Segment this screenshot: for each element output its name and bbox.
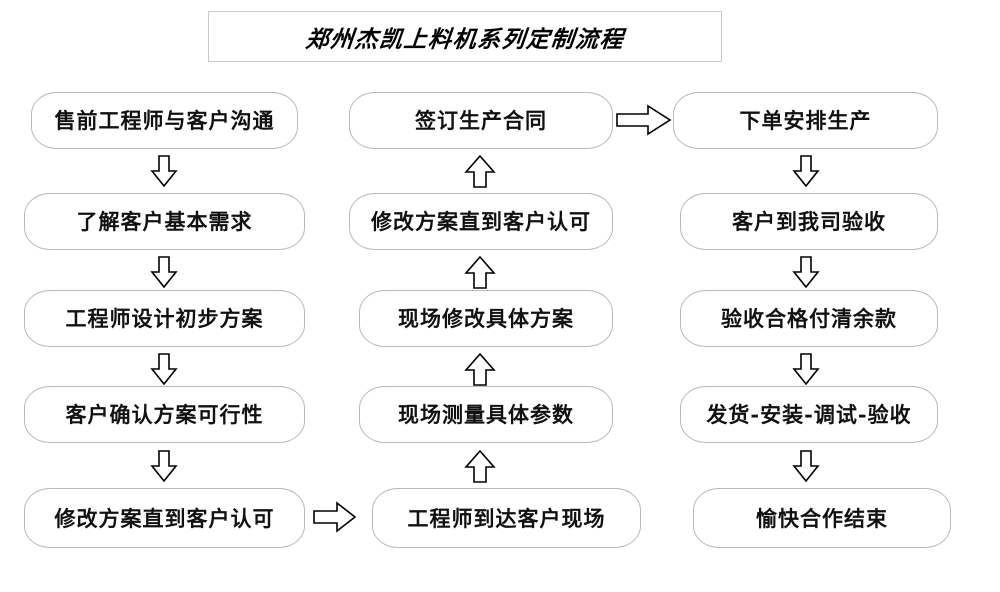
flow-node-customer-confirm-feasibility[interactable]: 客户确认方案可行性: [24, 386, 305, 443]
diagram-title-text: 郑州杰凯上料机系列定制流程: [304, 25, 626, 53]
flow-node-sales-engineer-communicate[interactable]: 售前工程师与客户沟通: [31, 92, 298, 149]
arrow-down-icon: [149, 353, 179, 385]
flow-node-happy-cooperation-end[interactable]: 愉快合作结束: [693, 488, 951, 548]
flow-node-label: 签订生产合同: [415, 108, 547, 133]
flow-node-label: 修改方案直到客户认可: [371, 209, 591, 234]
flow-node-understand-basic-needs[interactable]: 了解客户基本需求: [24, 193, 305, 250]
flow-node-label: 工程师设计初步方案: [65, 306, 264, 331]
flow-node-label: 发货-安装-调试-验收: [706, 402, 912, 427]
arrow-right-icon: [616, 103, 672, 137]
flow-node-label: 工程师到达客户现场: [407, 505, 606, 531]
arrow-up-icon: [464, 353, 496, 387]
flow-node-label: 愉快合作结束: [756, 505, 888, 531]
flow-node-label: 验收合格付清余款: [721, 306, 897, 331]
flow-node-label: 了解客户基本需求: [76, 209, 253, 234]
flow-node-revise-until-approved-left[interactable]: 修改方案直到客户认可: [24, 488, 305, 548]
arrow-up-icon: [464, 256, 496, 290]
flow-node-label: 修改方案直到客户认可: [54, 505, 275, 531]
arrow-up-icon: [464, 155, 496, 189]
flow-node-label: 客户到我司验收: [732, 209, 886, 234]
arrow-down-icon: [791, 353, 821, 385]
flow-node-label: 客户确认方案可行性: [65, 402, 264, 427]
arrow-up-icon: [464, 450, 496, 484]
flow-node-engineer-initial-design[interactable]: 工程师设计初步方案: [24, 290, 305, 347]
arrow-right-icon: [313, 500, 357, 534]
flow-node-ship-install-debug-accept[interactable]: 发货-安装-调试-验收: [680, 386, 938, 443]
arrow-down-icon: [791, 155, 821, 187]
flow-node-revise-until-approved-middle[interactable]: 修改方案直到客户认可: [349, 193, 613, 250]
flow-node-onsite-revise-plan[interactable]: 现场修改具体方案: [359, 290, 613, 347]
flow-node-label: 现场修改具体方案: [398, 306, 574, 331]
flow-node-label: 现场测量具体参数: [398, 402, 574, 427]
flow-node-onsite-measure-parameters[interactable]: 现场测量具体参数: [359, 386, 613, 443]
flow-node-place-order-arrange-production[interactable]: 下单安排生产: [673, 92, 938, 149]
arrow-down-icon: [149, 155, 179, 187]
flow-node-customer-inspect-at-our-company[interactable]: 客户到我司验收: [680, 193, 938, 250]
flow-node-sign-production-contract[interactable]: 签订生产合同: [349, 92, 613, 149]
flow-node-pay-balance-after-acceptance[interactable]: 验收合格付清余款: [680, 290, 938, 347]
arrow-down-icon: [149, 256, 179, 288]
flow-node-label: 下单安排生产: [739, 108, 872, 133]
flow-node-label: 售前工程师与客户沟通: [54, 108, 275, 133]
diagram-title-box: 郑州杰凯上料机系列定制流程: [208, 11, 722, 62]
arrow-down-icon: [149, 450, 179, 482]
flow-node-engineer-arrive-onsite[interactable]: 工程师到达客户现场: [372, 488, 641, 548]
arrow-down-icon: [791, 450, 821, 482]
arrow-down-icon: [791, 256, 821, 288]
